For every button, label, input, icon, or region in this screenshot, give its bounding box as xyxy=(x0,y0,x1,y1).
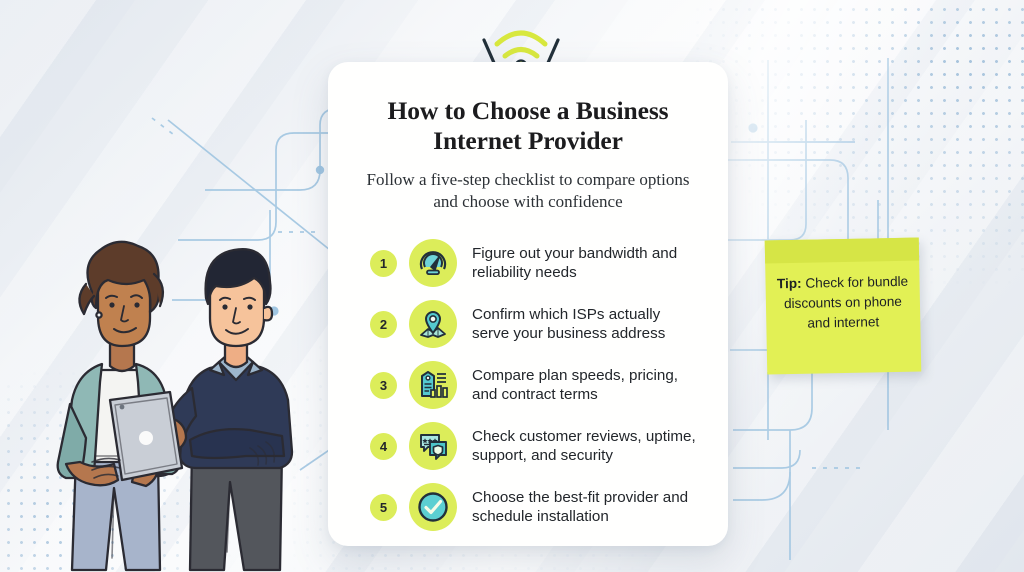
review-shield-icon xyxy=(409,422,457,471)
step-number-badge: 1 xyxy=(370,249,397,277)
two-business-people-illustration xyxy=(56,240,294,572)
checklist-item-4[interactable]: 4 xyxy=(370,422,700,471)
speedometer-icon xyxy=(409,239,457,288)
step-label: Figure out your bandwidth and reliabilit… xyxy=(472,244,678,282)
sticky-note-text: Check for bundle discounts on phone and … xyxy=(783,273,909,331)
checklist-item-2[interactable]: 2 Confirm which ISPs actually serve your… xyxy=(370,300,700,349)
checklist-steps: 1 Figure out your bandwidth and reliabil… xyxy=(356,239,700,532)
step-label: Check customer reviews, uptime, support,… xyxy=(472,427,696,465)
sticky-note-body: Tip: Check for bundle discounts on phone… xyxy=(765,238,921,334)
step-number-badge: 2 xyxy=(370,310,397,338)
map-pin-icon xyxy=(409,300,457,349)
step-number-badge: 5 xyxy=(370,493,397,521)
price-tag-chart-icon xyxy=(409,361,457,410)
sticky-note-label: Tip: xyxy=(776,275,802,292)
check-circle-icon xyxy=(409,483,457,532)
step-number-badge: 4 xyxy=(370,432,397,460)
checklist-item-5[interactable]: 5 Choose the best-fit provider and sched… xyxy=(370,483,700,532)
step-label: Choose the best-fit provider and schedul… xyxy=(472,488,689,526)
page-title: How to Choose a Business Internet Provid… xyxy=(387,96,669,156)
step-label: Compare plan speeds, pricing, and contra… xyxy=(472,366,678,404)
checklist-item-3[interactable]: 3 Compare plan speeds, pricing, and c xyxy=(370,361,700,410)
tip-sticky-note: Tip: Check for bundle discounts on phone… xyxy=(764,237,922,375)
step-number-badge: 3 xyxy=(370,371,397,399)
main-content-card: How to Choose a Business Internet Provid… xyxy=(328,62,728,546)
checklist-item-1[interactable]: 1 Figure out your bandwidth and reliabil… xyxy=(370,239,700,288)
page-subtitle: Follow a five-step checklist to compare … xyxy=(366,170,690,212)
step-label: Confirm which ISPs actually serve your b… xyxy=(472,305,666,343)
